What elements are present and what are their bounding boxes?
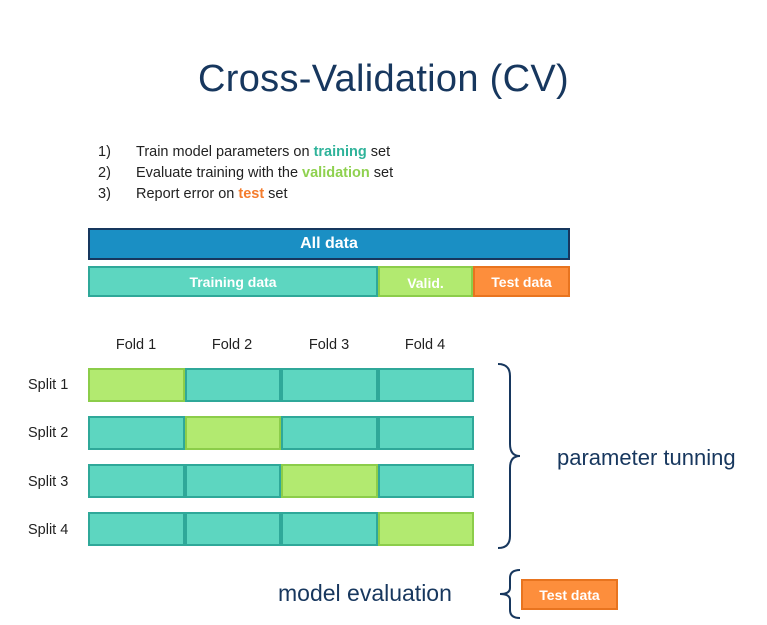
step-item: 2)Evaluate training with the validation … bbox=[98, 163, 393, 184]
parameter-tuning-brace bbox=[497, 363, 521, 549]
fold-header: Fold 3 bbox=[308, 337, 350, 353]
step-text: Train model parameters on bbox=[136, 144, 314, 160]
test-data-bar: Test data bbox=[473, 266, 570, 297]
training-fold-cell bbox=[281, 416, 378, 450]
keyword-training: training bbox=[313, 144, 367, 160]
fold-header: Fold 1 bbox=[115, 337, 157, 353]
step-text-end: set bbox=[264, 186, 288, 202]
validation-fold-cell bbox=[281, 464, 378, 498]
training-fold-cell bbox=[88, 416, 185, 450]
training-fold-cell bbox=[377, 416, 474, 450]
evaluation-test-data-bar: Test data bbox=[521, 579, 618, 610]
training-data-bar: Training data bbox=[88, 266, 378, 297]
training-fold-cell bbox=[88, 464, 185, 498]
step-text-end: set bbox=[366, 144, 391, 160]
split-label: Split 4 bbox=[28, 522, 69, 538]
validation-fold-cell bbox=[377, 512, 474, 546]
fold-header: Fold 2 bbox=[211, 337, 253, 353]
page-title: Cross-Validation (CV) bbox=[198, 58, 569, 100]
model-evaluation-label: model evaluation bbox=[278, 580, 452, 606]
step-number: 2) bbox=[98, 165, 111, 181]
step-text-end: set bbox=[369, 165, 394, 181]
step-text: Evaluate training with the bbox=[136, 165, 303, 181]
split-label: Split 1 bbox=[28, 377, 69, 393]
fold-header: Fold 4 bbox=[404, 337, 446, 353]
validation-fold-cell bbox=[184, 416, 281, 450]
step-item: 3) Report error on test set bbox=[98, 184, 393, 205]
split-label: Split 3 bbox=[28, 474, 69, 490]
all-data-bar: All data bbox=[88, 228, 570, 260]
steps-list: 1) Train model parameters on training set… bbox=[98, 142, 393, 205]
keyword-validation: validation bbox=[302, 165, 370, 181]
step-item: 1) Train model parameters on training set bbox=[98, 142, 393, 163]
validation-fold-cell bbox=[88, 368, 185, 402]
validation-data-bar: Valid. data bbox=[378, 266, 473, 297]
training-fold-cell bbox=[281, 512, 378, 546]
keyword-test: test bbox=[238, 186, 265, 202]
split-label: Split 2 bbox=[28, 425, 69, 441]
training-fold-cell bbox=[88, 512, 185, 546]
model-evaluation-brace bbox=[499, 569, 521, 619]
step-number: 3) bbox=[98, 186, 111, 202]
training-fold-cell bbox=[184, 512, 281, 546]
parameter-tuning-label: parameter tunning bbox=[557, 445, 736, 470]
step-number: 1) bbox=[98, 144, 111, 160]
training-fold-cell bbox=[377, 368, 474, 402]
training-fold-cell bbox=[184, 464, 281, 498]
training-fold-cell bbox=[377, 464, 474, 498]
validation-data-label: Valid. data bbox=[407, 275, 444, 295]
step-text: Report error on bbox=[136, 186, 239, 202]
training-fold-cell bbox=[281, 368, 378, 402]
training-fold-cell bbox=[184, 368, 281, 402]
